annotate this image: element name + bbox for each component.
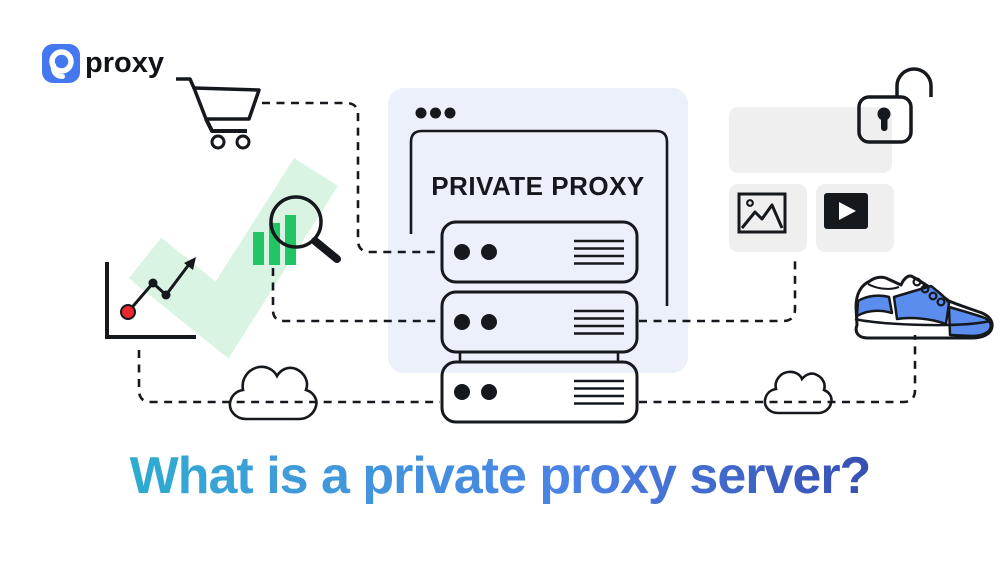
- brand-logo: proxy: [42, 44, 164, 83]
- browser-window-icon: [409, 107, 669, 306]
- sneaker-icon: [854, 274, 994, 340]
- video-player-icon: [824, 193, 868, 229]
- magnifier-icon: [269, 195, 341, 263]
- connector-server-to-sneaker: [639, 335, 917, 404]
- cloud-icon-right: [763, 370, 833, 415]
- server-icon-3: [440, 360, 639, 424]
- server-icon-1: [440, 220, 639, 284]
- connector-bars-to-server: [271, 268, 440, 323]
- image-placeholder-icon: [737, 192, 787, 234]
- cloud-icon-left: [228, 365, 318, 421]
- private-proxy-label: PRIVATE PROXY: [431, 171, 645, 201]
- connector-chart-to-server: [137, 350, 440, 404]
- shopping-cart-icon: [176, 77, 261, 150]
- server-icon-2: [440, 290, 639, 354]
- window-dots-icon: [415, 107, 456, 119]
- server-stack-icon: [440, 220, 639, 424]
- connector-server-to-media: [639, 258, 797, 323]
- dashed-connectors: [137, 101, 917, 404]
- bar-chart-icon: [253, 215, 296, 265]
- page-title: What is a private proxy server?: [0, 446, 1000, 506]
- checkmark-icon: [128, 158, 338, 359]
- brand-logo-text: proxy: [85, 47, 164, 79]
- connector-cart-to-server: [262, 101, 440, 254]
- 9proxy-logo-icon: [42, 44, 80, 83]
- open-padlock-icon: [857, 67, 933, 144]
- growth-chart-icon: [105, 257, 196, 339]
